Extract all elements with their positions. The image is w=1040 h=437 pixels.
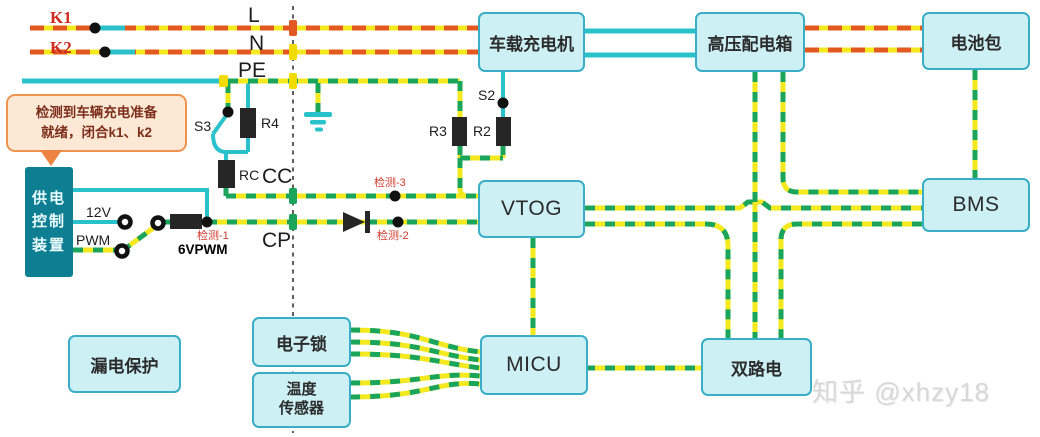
node-micu: MICU <box>480 335 588 395</box>
components <box>89 22 511 259</box>
label-det2: 检测-2 <box>377 230 409 242</box>
connector-cc <box>289 188 297 204</box>
callout-pointer <box>40 150 62 166</box>
det2-test-dot <box>392 216 404 228</box>
diode-icon <box>343 212 365 232</box>
callout-bubble: 检测到车辆充电准备 就绪，闭合k1、k2 <box>6 94 187 152</box>
label-r3: R3 <box>429 123 447 139</box>
r3-resistor <box>452 117 467 146</box>
node-hv-distribution-box: 高压配电箱 <box>695 12 805 72</box>
wire-s3-r4-join <box>211 133 248 154</box>
label-k2: K2 <box>50 38 72 57</box>
label-n: N <box>249 32 265 55</box>
node-leakage-protection: 漏电保护 <box>68 335 181 393</box>
wire-vtog-dual <box>585 221 731 338</box>
det3-test-dot <box>389 190 401 202</box>
label-r2: R2 <box>473 123 491 139</box>
label-det1: 检测-1 <box>197 230 229 242</box>
label-r4: R4 <box>261 115 279 131</box>
node-temp-sensor: 温度 传感器 <box>252 372 351 428</box>
pwm-resistor <box>170 214 202 229</box>
label-6vpwm: 6VPWM <box>178 242 228 257</box>
s3-contact-dot <box>222 106 234 118</box>
node-onboard-charger: 车载充电机 <box>478 12 585 72</box>
s2-contact-dot <box>497 97 509 109</box>
node-vtog: VTOG <box>478 180 585 238</box>
signal-wires <box>73 70 978 400</box>
wire-supply-det1 <box>73 188 209 218</box>
label-s2: S2 <box>478 87 496 103</box>
wire-hv-bms <box>780 72 922 195</box>
node-supply-control-unit: 供电控制装置 <box>25 167 73 277</box>
label-pwm: PWM <box>76 232 111 248</box>
connector-cp <box>289 214 297 230</box>
r4-resistor <box>240 108 256 138</box>
node-bms: BMS <box>922 178 1030 232</box>
label-s3: S3 <box>194 118 212 134</box>
label-k1: K1 <box>50 8 72 27</box>
k1-contact-dot <box>89 22 101 34</box>
label-12v: 12V <box>86 204 111 220</box>
diode-bar <box>365 211 370 233</box>
inlet-connectors <box>219 20 297 230</box>
k2-contact-dot <box>99 46 111 58</box>
label-l: L <box>248 4 260 27</box>
connector-l <box>289 20 297 36</box>
node-dual-supply: 双路电 <box>701 338 812 396</box>
node-electronic-lock: 电子锁 <box>252 317 351 367</box>
connector-pe <box>289 73 297 89</box>
connector-n <box>289 44 297 60</box>
rc-resistor <box>218 160 235 188</box>
r2-resistor <box>496 117 511 146</box>
label-cc: CC <box>262 165 293 188</box>
selector-12v-terminal <box>117 214 133 230</box>
label-cp: CP <box>262 229 292 252</box>
label-det3: 检测-3 <box>374 177 406 189</box>
selector-out-terminal <box>150 215 166 231</box>
det1-test-dot <box>201 216 213 228</box>
pe-joint <box>219 75 228 87</box>
selector-pwm-terminal <box>114 243 130 259</box>
label-pe: PE <box>238 59 267 82</box>
ground-icon <box>304 112 332 117</box>
node-battery-pack: 电池包 <box>922 12 1030 70</box>
zhihu-watermark: 知乎 @xhzy18 <box>812 377 990 407</box>
wire-bms-dual <box>778 221 922 338</box>
label-rc: RC <box>239 167 260 183</box>
